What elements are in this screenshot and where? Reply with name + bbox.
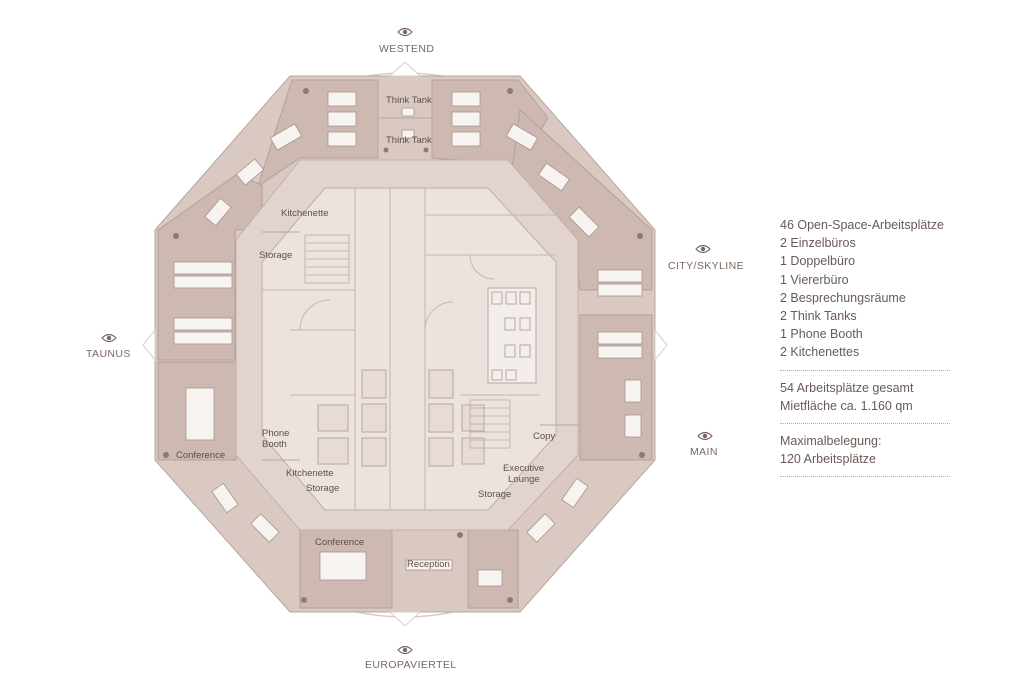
- floor-plan: Think Tank Think Tank Kitchenette Storag…: [142, 61, 668, 627]
- label-kitchenette-top: Kitchenette: [281, 208, 329, 219]
- legend-item: 2 Kitchenettes: [780, 345, 860, 360]
- label-think-tank-1: Think Tank: [386, 95, 432, 106]
- label-think-tank-2: Think Tank: [386, 135, 432, 146]
- label-executive-lounge-1: Executive: [503, 463, 544, 474]
- label-executive-lounge-2: Lounge: [508, 474, 540, 485]
- label-conference-bottom: Conference: [315, 537, 364, 548]
- direction-label-city-skyline: CITY/SKYLINE: [668, 260, 744, 272]
- legend-rental-area: Mietfläche ca. 1.160 qm: [780, 398, 913, 413]
- label-kitchenette-bottom: Kitchenette: [286, 468, 334, 479]
- label-reception: Reception: [407, 559, 450, 570]
- eye-icon: [397, 27, 413, 37]
- stairs: [304, 234, 511, 449]
- plants: [163, 88, 645, 603]
- restrooms: [487, 287, 537, 384]
- eye-icon: [101, 333, 117, 343]
- legend-totals: 54 Arbeitsplätze gesamt Mietfläche ca. 1…: [780, 379, 950, 415]
- direction-notches: [142, 61, 668, 627]
- legend-item: 2 Besprechungsräume: [780, 290, 906, 305]
- label-conference-left: Conference: [176, 450, 225, 461]
- eye-icon: [695, 244, 711, 254]
- label-storage-bottom: Storage: [306, 483, 339, 494]
- legend-divider: [780, 423, 950, 425]
- legend-item: 1 Phone Booth: [780, 327, 863, 342]
- core-shafts: [317, 369, 485, 467]
- legend-occupancy-value: 120 Arbeitsplätze: [780, 452, 876, 467]
- direction-label-westend: WESTEND: [379, 43, 435, 55]
- direction-label-taunus: TAUNUS: [86, 348, 131, 360]
- legend-item: 1 Doppelbüro: [780, 254, 856, 269]
- direction-label-europaviertel: EUROPAVIERTEL: [365, 659, 457, 671]
- legend-occupancy-label: Maximalbelegung:: [780, 434, 882, 449]
- legend-item: 1 Viererbüro: [780, 272, 849, 287]
- legend-features: 46 Open-Space-Arbeitsplätze 2 Einzelbüro…: [780, 216, 950, 362]
- label-copy: Copy: [533, 431, 555, 442]
- legend-divider: [780, 476, 950, 478]
- label-phone-booth-2: Booth: [262, 439, 287, 450]
- eye-icon: [397, 645, 413, 655]
- label-storage-right: Storage: [478, 489, 511, 500]
- workstations: [173, 91, 643, 587]
- legend-total-workplaces: 54 Arbeitsplätze gesamt: [780, 380, 914, 395]
- room-labels: Think Tank Think Tank Kitchenette Storag…: [176, 95, 555, 570]
- legend-item: 46 Open-Space-Arbeitsplätze: [780, 218, 944, 232]
- eye-icon: [697, 431, 713, 441]
- service-room-walls: [262, 80, 578, 608]
- direction-label-main: MAIN: [690, 446, 718, 458]
- legend-divider: [780, 369, 950, 371]
- legend-occupancy: Maximalbelegung: 120 Arbeitsplätze: [780, 432, 950, 468]
- label-storage-left: Storage: [259, 250, 292, 261]
- floor-plan-legend: 46 Open-Space-Arbeitsplätze 2 Einzelbüro…: [780, 216, 950, 485]
- core-walls: [262, 188, 556, 510]
- legend-item: 2 Einzelbüros: [780, 236, 856, 251]
- label-phone-booth-1: Phone: [262, 428, 289, 439]
- legend-item: 2 Think Tanks: [780, 309, 857, 324]
